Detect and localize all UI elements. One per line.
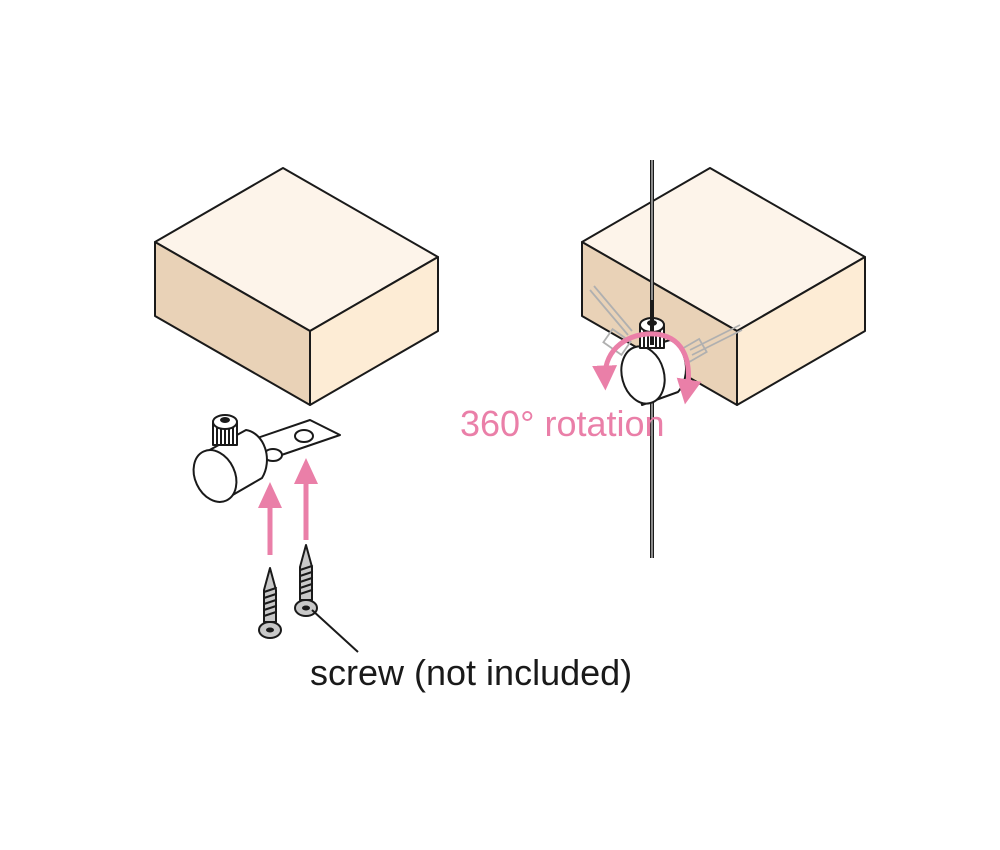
cylinder-face xyxy=(192,449,238,503)
rotation-arrow-icon xyxy=(592,331,702,405)
screw-icon xyxy=(294,544,318,617)
screw-icon xyxy=(258,567,282,639)
plate-hole-2 xyxy=(294,429,314,443)
set-screw-socket xyxy=(220,417,230,423)
right-block-side xyxy=(736,256,866,406)
ghost-rotated-positions xyxy=(589,285,743,364)
screw-note-label: screw (not included) xyxy=(310,652,632,693)
left-block-side xyxy=(309,256,439,406)
screw-leader-line xyxy=(311,609,359,653)
up-arrow-icon xyxy=(258,482,282,555)
left-wood-block xyxy=(154,167,439,406)
cable-gripper-bracket xyxy=(192,414,341,503)
rotation-label: 360° rotation xyxy=(460,403,665,444)
up-arrow-icon xyxy=(294,458,318,540)
